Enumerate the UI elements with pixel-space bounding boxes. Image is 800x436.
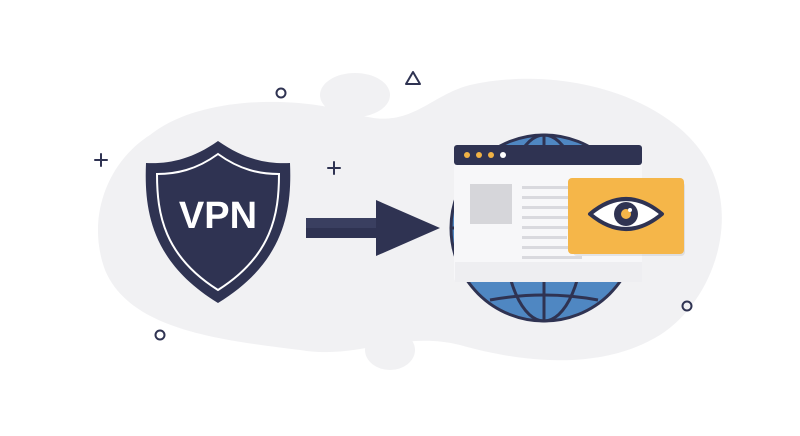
- background-blob-top: [320, 73, 390, 117]
- window-dot: [464, 152, 470, 158]
- shield-label: VPN: [179, 195, 257, 237]
- background-blob-bottom: [365, 330, 415, 370]
- triangle-icon: [405, 71, 421, 85]
- arrow-right-icon: [306, 200, 440, 256]
- eye-icon: [588, 197, 664, 231]
- text-lines: [522, 186, 582, 259]
- plus-icon: [94, 153, 108, 167]
- window-dot: [500, 152, 506, 158]
- circle-icon: [275, 87, 287, 99]
- eye-card: [568, 178, 685, 256]
- content-image-block: [470, 184, 512, 224]
- background-blob-bottom-small: [322, 323, 358, 347]
- circle-icon: [154, 329, 166, 341]
- shield-icon: VPN: [145, 141, 291, 303]
- plus-icon: [327, 161, 341, 175]
- window-dot: [476, 152, 482, 158]
- window-dot: [488, 152, 494, 158]
- circle-icon: [681, 300, 693, 312]
